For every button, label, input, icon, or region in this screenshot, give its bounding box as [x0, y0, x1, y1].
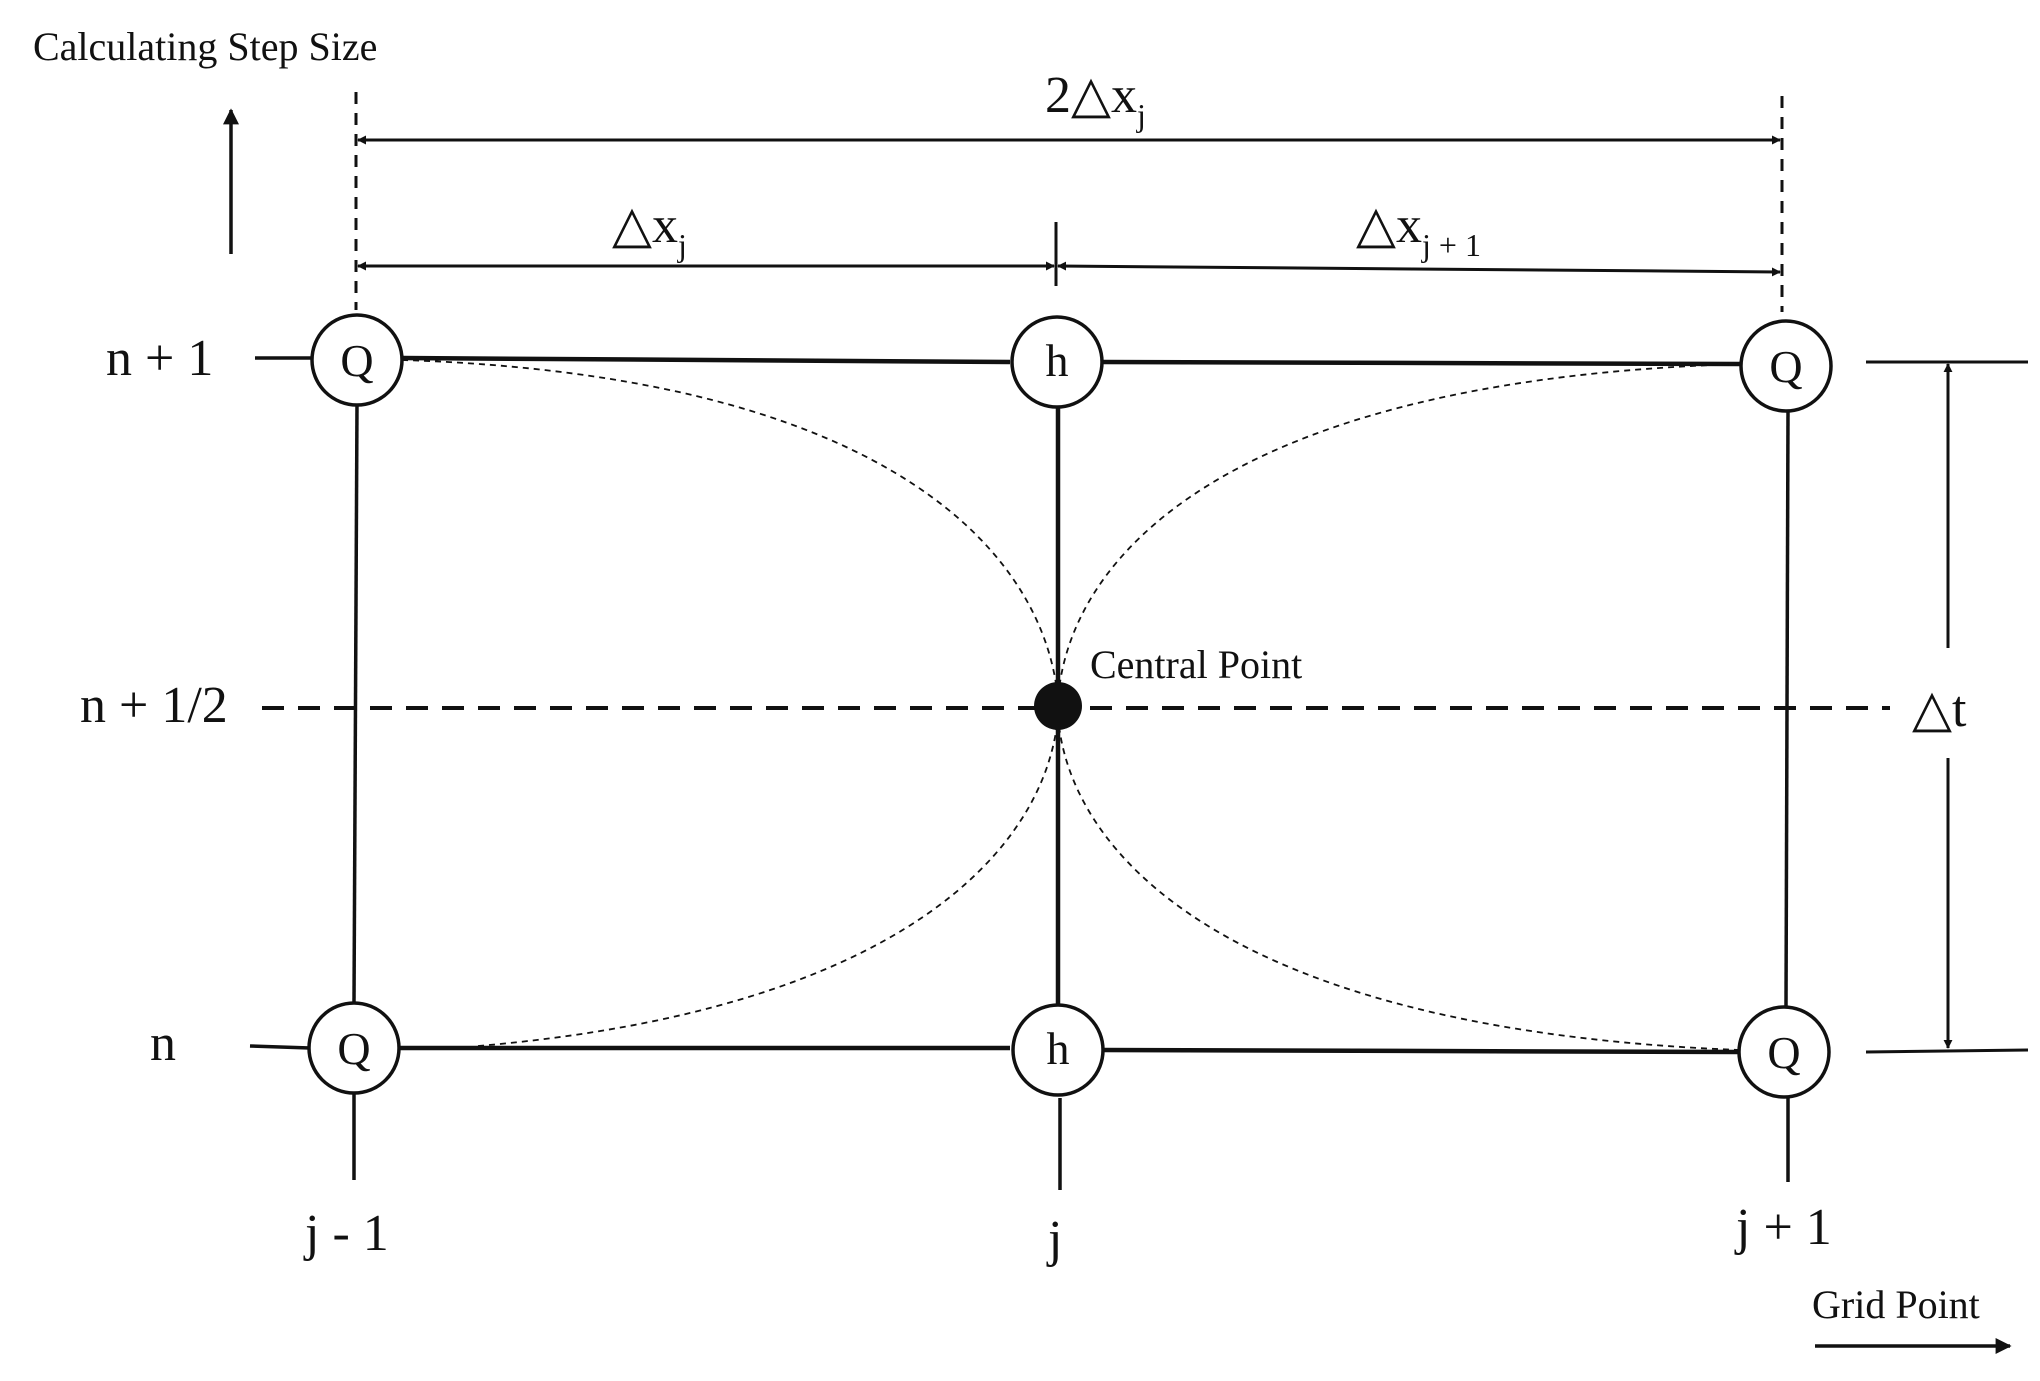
lower-grid-line-right	[1101, 1047, 1739, 1055]
space-index-left-label: j - 1	[303, 1205, 389, 1262]
left-grid-line	[352, 403, 359, 1003]
node-upper-right-q: Q	[1739, 319, 1833, 413]
central-point-label: Central Point	[1090, 642, 1302, 687]
time-step-label: △t	[1912, 681, 1967, 738]
central-point-marker	[1034, 682, 1082, 730]
upper-right-influence-curve	[1057, 363, 1741, 701]
left-width-label: △xj	[612, 197, 687, 263]
node-upper-left-q: Q	[310, 313, 404, 407]
time-level-middle-label: n + 1/2	[80, 677, 228, 734]
right-width-label: △xj + 1	[1356, 197, 1481, 263]
lower-left-stub	[249, 1044, 311, 1050]
node-upper-center-h-label: h	[1046, 335, 1069, 386]
time-level-lower-label: n	[150, 1015, 176, 1072]
node-upper-left-q-label: Q	[340, 335, 373, 386]
node-upper-center-h: h	[1010, 315, 1104, 409]
lower-right-extension	[1865, 1048, 2029, 1054]
node-lower-right-q-label: Q	[1767, 1027, 1800, 1078]
lower-left-influence-curve	[477, 715, 1059, 1047]
upper-grid-line-left	[401, 355, 1011, 365]
upper-left-influence-curve	[401, 359, 1059, 701]
vertical-axis-caption: Calculating Step Size	[33, 24, 377, 69]
node-upper-right-q-label: Q	[1769, 341, 1802, 392]
right-width-dimension	[1057, 261, 1781, 277]
space-index-right-label: j + 1	[1734, 1199, 1832, 1256]
horizontal-axis-caption: Grid Point	[1812, 1282, 1980, 1327]
lower-right-influence-curve	[1057, 715, 1741, 1051]
total-width-label: 2△xj	[1045, 67, 1146, 133]
node-lower-center-h: h	[1011, 1003, 1105, 1097]
node-lower-center-h-label: h	[1047, 1023, 1070, 1074]
space-index-center-label: j	[1046, 1211, 1062, 1268]
node-lower-left-q-label: Q	[337, 1023, 370, 1074]
node-lower-right-q: Q	[1737, 1005, 1831, 1099]
node-lower-left-q: Q	[307, 1001, 401, 1095]
time-level-upper-label: n + 1	[106, 330, 213, 387]
upper-grid-line-right	[1101, 359, 1741, 367]
